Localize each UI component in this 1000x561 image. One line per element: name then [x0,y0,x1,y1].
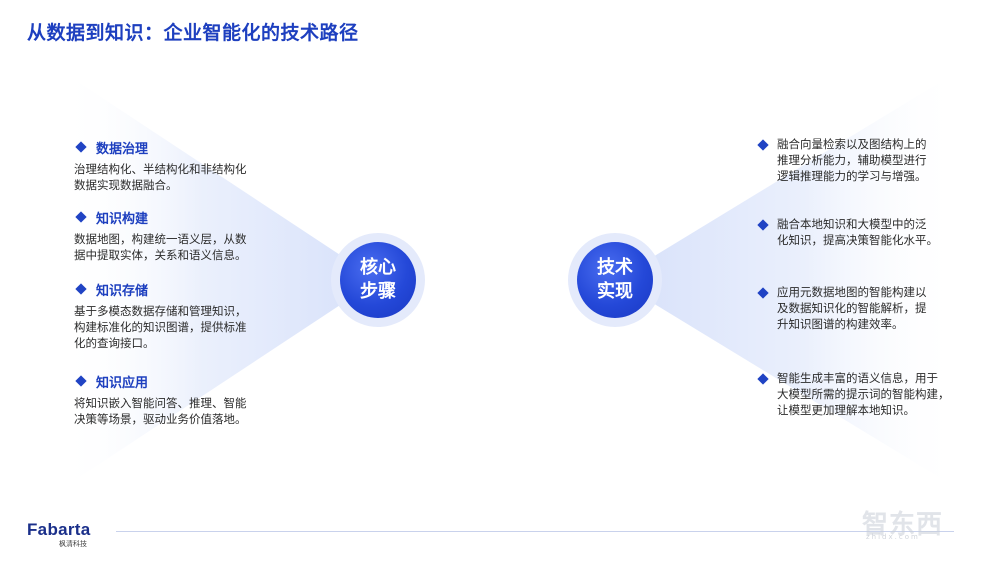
diamond-bullet-icon [75,141,87,153]
diamond-bullet-icon [757,287,769,299]
step-data-governance: 数据治理 治理结构化、半结构化和非结构化 数据实现数据融合。 [74,136,284,193]
fabarta-logo: Fabarta 枫清科技 [27,520,91,549]
logo-subtitle: 枫清科技 [59,540,87,548]
core-steps-badge: 核心 步骤 [331,233,425,327]
logo-name: Fabarta [27,520,91,539]
implementation-item: 融合本地知识和大模型中的泛 化知识，提高决策智能化水平。 [756,216,961,248]
step-knowledge-construction: 知识构建 数据地图，构建统一语义层，从数 据中提取实体，关系和语义信息。 [74,206,284,263]
implementation-item: 应用元数据地图的智能构建以 及数据知识化的智能解析，提 升知识图谱的构建效率。 [756,284,961,332]
diamond-bullet-icon [757,373,769,385]
badge-line: 技术 [597,257,633,278]
right-fan [615,70,960,490]
diamond-bullet-icon [75,211,87,223]
step-knowledge-application: 知识应用 将知识嵌入智能问答、推理、智能 决策等场景，驱动业务价值落地。 [74,370,284,427]
badge-line: 核心 [360,257,396,278]
step-title: 数据治理 [96,141,149,157]
step-title: 知识存储 [96,283,149,299]
step-description: 将知识嵌入智能问答、推理、智能 决策等场景，驱动业务价值落地。 [74,396,247,426]
page-title: 从数据到知识：企业智能化的技术路径 [27,22,359,44]
badge-line: 步骤 [360,281,396,302]
left-fan [60,70,378,490]
implementation-item: 融合向量检索以及图结构上的 推理分析能力，辅助模型进行 逻辑推理能力的学习与增强… [756,136,961,184]
diamond-bullet-icon [75,375,87,387]
step-knowledge-storage: 知识存储 基于多模态数据存储和管理知识， 构建标准化的知识图谱，提供标准 化的查… [74,278,284,351]
badge-line: 实现 [597,281,633,302]
watermark: 智东西 [862,510,944,540]
diamond-bullet-icon [75,283,87,295]
step-title: 知识应用 [96,375,149,391]
step-description: 数据地图，构建统一语义层，从数 据中提取实体，关系和语义信息。 [74,232,247,262]
step-description: 治理结构化、半结构化和非结构化 数据实现数据融合。 [74,162,247,192]
diamond-bullet-icon [757,219,769,231]
tech-implementation-badge: 技术 实现 [568,233,662,327]
step-description: 基于多模态数据存储和管理知识， 构建标准化的知识图谱，提供标准 化的查询接口。 [74,304,247,350]
implementation-item: 智能生成丰富的语义信息，用于 大模型所需的提示词的智能构建， 让模型更加理解本地… [756,370,961,418]
step-title: 知识构建 [96,211,149,227]
watermark-url: zhidx.com [866,533,920,541]
diamond-bullet-icon [757,139,769,151]
footer-divider [116,531,954,532]
